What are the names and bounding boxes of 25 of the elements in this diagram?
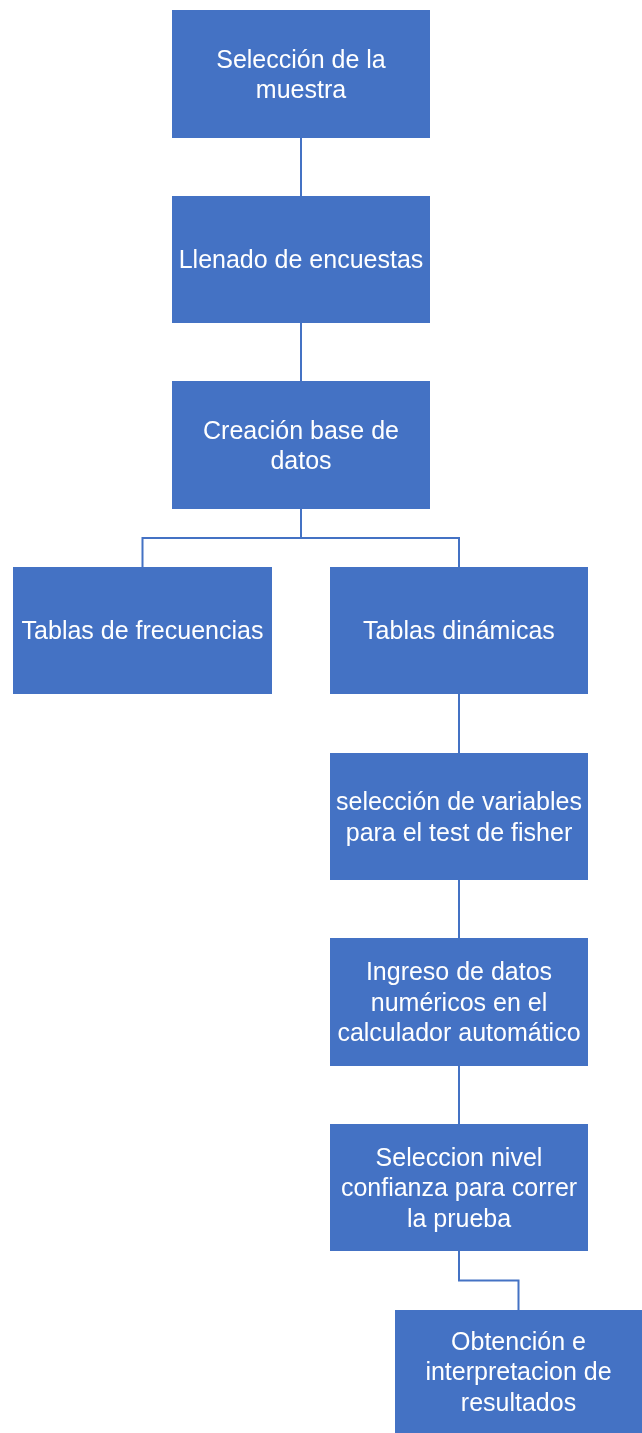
connector-line [458, 879, 460, 939]
connector-line [300, 508, 460, 568]
connector-line [458, 1250, 520, 1311]
box-label: Creación base de datos [202, 414, 400, 476]
box-label: Selección de la muestra [215, 43, 387, 105]
process-box [330, 938, 588, 1066]
process-box [13, 567, 272, 694]
connector-line [458, 1065, 460, 1125]
process-box [395, 1310, 642, 1433]
box-label: Seleccion nivel confianza para correr la prueba [339, 1141, 579, 1234]
box-label: Obtención e interpretacion de resultados [424, 1325, 613, 1418]
connector-line [300, 137, 302, 197]
process-box [330, 1124, 588, 1251]
process-box [330, 753, 588, 880]
box-label: selección de variables para el test de fisher [335, 786, 583, 847]
process-box [172, 10, 430, 138]
connector-line [458, 693, 460, 754]
process-box [330, 567, 588, 694]
box-label: Tablas de frecuencias [21, 615, 264, 646]
box-label: Tablas dinámicas [363, 615, 555, 646]
box-label: Llenado de encuestas [178, 244, 424, 275]
box-label: Ingreso de datos numéricos en el calculador automático [336, 956, 582, 1048]
process-box [172, 196, 430, 323]
process-box [172, 381, 430, 509]
connector-line [300, 322, 302, 382]
